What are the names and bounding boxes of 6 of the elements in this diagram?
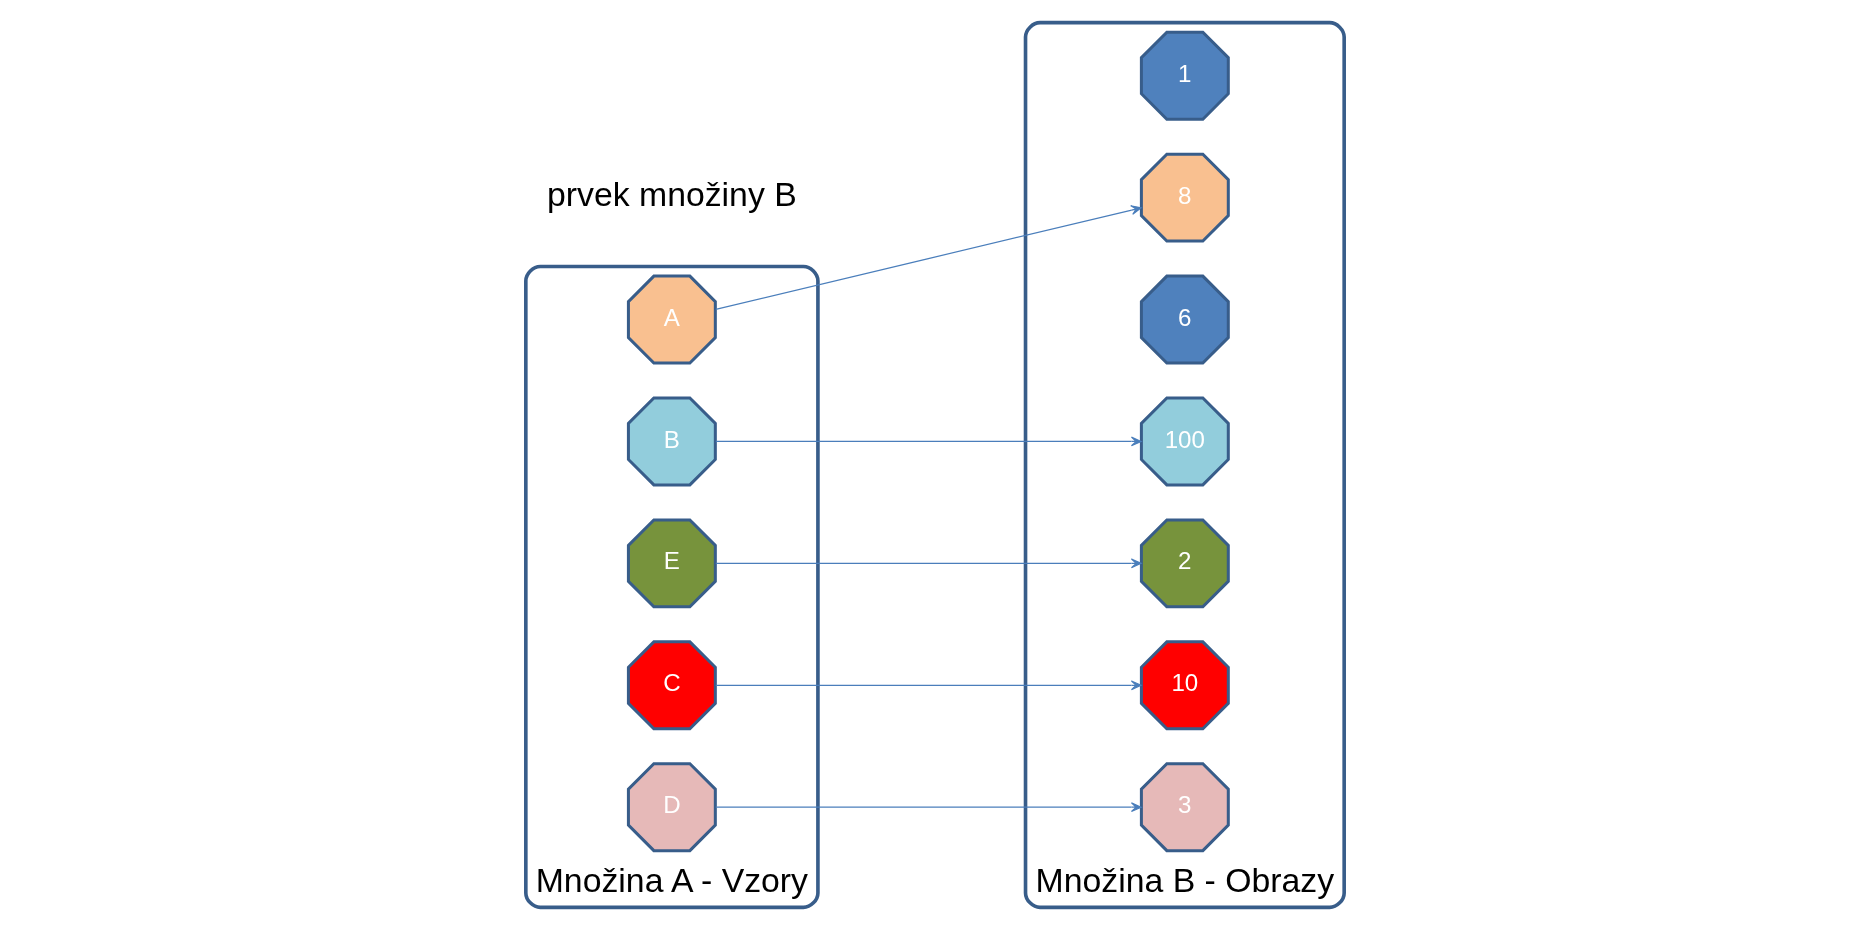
label: prvek množiny B bbox=[546, 174, 797, 213]
arrow bbox=[714, 802, 1142, 813]
arrow bbox=[714, 205, 1142, 310]
arrow bbox=[714, 680, 1142, 691]
arrow bbox=[714, 558, 1142, 569]
arrow bbox=[714, 436, 1142, 447]
